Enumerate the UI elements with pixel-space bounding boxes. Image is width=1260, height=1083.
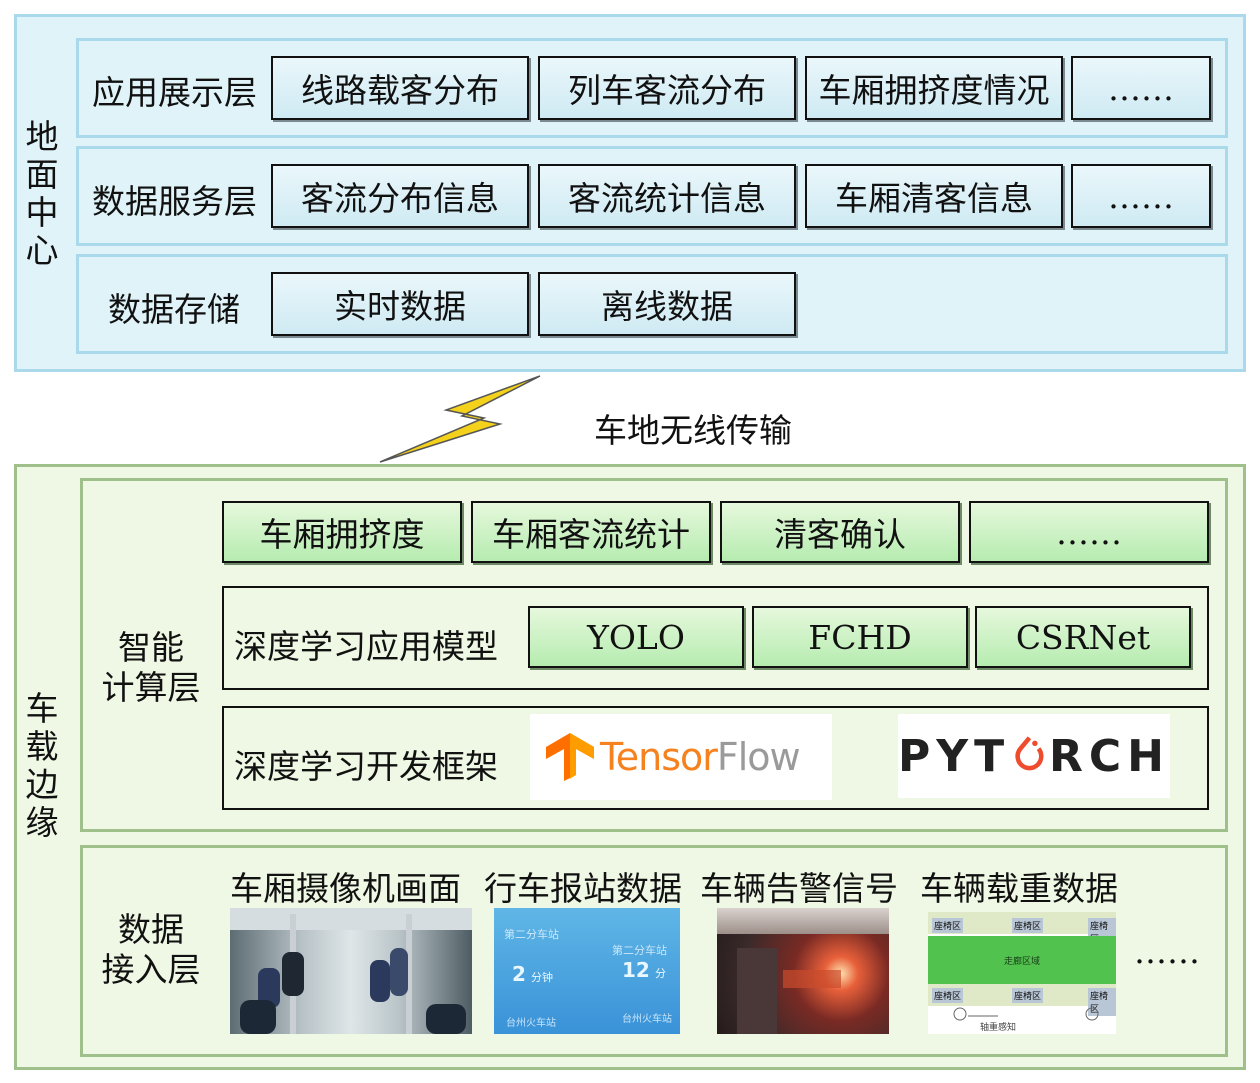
seat-area-bottom-1: 座椅区 — [932, 988, 964, 1003]
weight-source-label: 车辆载重数据 — [920, 869, 1118, 908]
tensorflow-text-flow: Flow — [716, 735, 801, 779]
aisle-area: 走廊区域 — [1004, 957, 1041, 967]
pytorch-flame-icon — [1015, 736, 1044, 771]
station-screen-unit-left: 分钟 — [531, 971, 554, 984]
route-load-box: 线路载客分布 — [271, 56, 529, 120]
station-screen-line1-right: 第二分车站 — [612, 944, 667, 957]
wireless-link-label: 车地无线传输 — [594, 411, 792, 450]
crowding-degree-box: 车厢拥挤度 — [222, 501, 462, 563]
service-layer-label: 数据服务层 — [92, 182, 257, 221]
clearance-info-box: 车厢清客信息 — [805, 164, 1063, 228]
station-screen-minutes-right: 12 — [622, 958, 650, 982]
pytorch-text-left: PYT — [898, 730, 1011, 782]
tensorflow-icon — [546, 733, 594, 781]
compute-label-line: 计算层 — [101, 668, 201, 707]
app-layer-label: 应用展示层 — [92, 73, 257, 112]
pytorch-logo: PYT RCH — [898, 714, 1170, 798]
camera-source-label: 车厢摄像机画面 — [230, 869, 461, 908]
axle-sensor-icon — [953, 1007, 1099, 1021]
compute-layer-label: 智能 计算层 — [96, 628, 206, 708]
ground-center-title: 地 面 中 心 — [22, 118, 62, 270]
train-flow-box: 列车客流分布 — [538, 56, 796, 120]
service-more-box: …… — [1071, 164, 1211, 228]
station-screen-unit-right: 分 — [654, 967, 666, 980]
frameworks-label: 深度学习开发框架 — [234, 747, 498, 786]
yolo-box: YOLO — [528, 606, 744, 668]
car-camera-image — [230, 908, 472, 1034]
compute-more-box: …… — [969, 501, 1209, 563]
vehicle-title-char: 车 — [25, 689, 59, 728]
car-flow-stats-box: 车厢客流统计 — [471, 501, 711, 563]
access-more-label: …… — [1134, 932, 1200, 971]
station-screen-line1: 第二分车站 — [504, 928, 559, 941]
seat-area-top-2: 座椅区 — [1012, 918, 1044, 933]
fchd-box: FCHD — [752, 606, 968, 668]
station-screen-footer-right: 台州火车站 — [622, 1014, 672, 1025]
car-crowding-box: 车厢拥挤度情况 — [805, 56, 1063, 120]
weight-sensing-diagram: 座椅区 座椅区 座椅区 走廊区域 座椅区 座椅区 座椅区 轴重感知 — [928, 912, 1116, 1034]
tensorflow-logo: TensorFlow — [530, 714, 832, 800]
offline-data-box: 离线数据 — [538, 272, 796, 336]
access-label-line: 接入层 — [101, 950, 201, 989]
csrnet-box: CSRNet — [975, 606, 1191, 668]
access-layer-label: 数据 接入层 — [96, 910, 206, 990]
ground-title-char: 面 — [25, 155, 59, 194]
app-more-box: …… — [1071, 56, 1211, 120]
seat-area-bottom-3: 座椅区 — [1088, 988, 1116, 1016]
seat-area-top-1: 座椅区 — [932, 918, 964, 933]
alarm-signal-image — [717, 908, 889, 1034]
models-label: 深度学习应用模型 — [234, 627, 498, 666]
vehicle-title-char: 缘 — [25, 803, 59, 842]
pytorch-text-right: RCH — [1049, 730, 1170, 782]
vehicle-title-char: 边 — [25, 765, 59, 804]
axle-sensor-label: 轴重感知 — [980, 1023, 1017, 1033]
realtime-data-box: 实时数据 — [271, 272, 529, 336]
access-label-line: 数据 — [118, 910, 184, 949]
vehicle-edge-title: 车 载 边 缘 — [22, 690, 62, 842]
ground-title-char: 地 — [25, 117, 59, 156]
flow-statistics-box: 客流统计信息 — [538, 164, 796, 228]
alarm-source-label: 车辆告警信号 — [700, 869, 898, 908]
storage-layer-label: 数据存储 — [108, 290, 240, 329]
station-screen-image: 第二分车站 第二分车站 2 分钟 12 分 台州火车站 台州火车站 — [494, 908, 680, 1034]
station-screen-footer: 台州火车站 — [506, 1018, 556, 1029]
seat-area-bottom-2: 座椅区 — [1012, 988, 1044, 1003]
ground-title-char: 心 — [25, 231, 59, 270]
compute-label-line: 智能 — [118, 628, 184, 667]
clearance-confirm-box: 清客确认 — [720, 501, 960, 563]
station-screen-minutes-left: 2 — [512, 962, 526, 986]
station-source-label: 行车报站数据 — [484, 869, 682, 908]
tensorflow-text-tensor: Tensor — [600, 735, 718, 779]
vehicle-title-char: 载 — [25, 727, 59, 766]
ground-title-char: 中 — [25, 193, 59, 232]
flow-distribution-box: 客流分布信息 — [271, 164, 529, 228]
lightning-bolt-icon — [379, 375, 541, 463]
